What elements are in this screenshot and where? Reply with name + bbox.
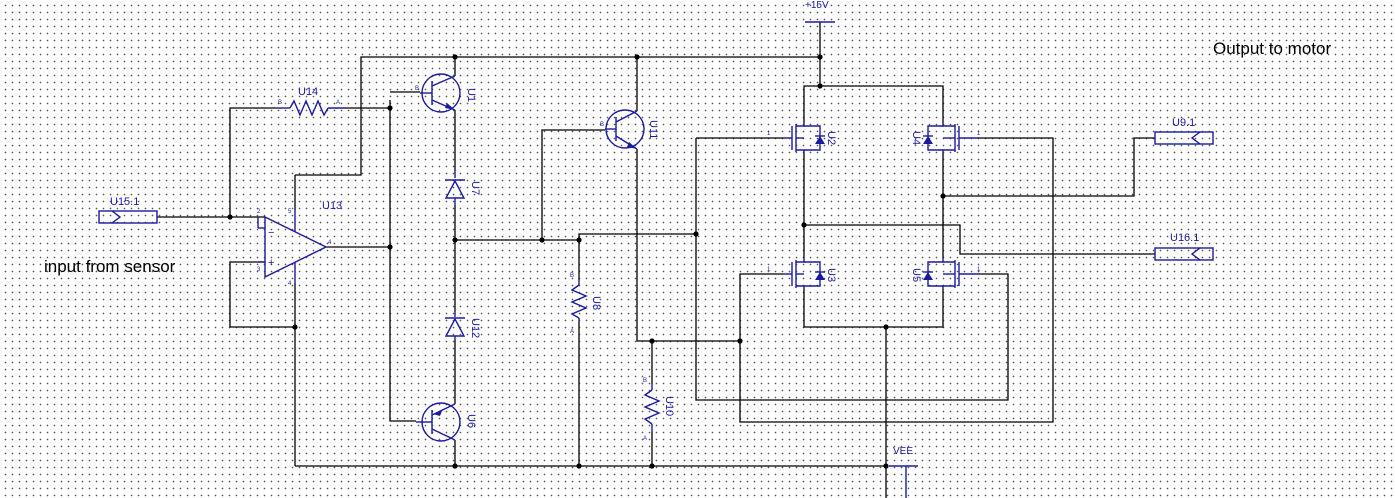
- junction-dot: [737, 338, 743, 344]
- pin-label: B: [278, 100, 282, 106]
- mosfet-u4[interactable]: U4 1: [910, 123, 981, 153]
- connector-u9-label: U9.1: [1172, 117, 1195, 129]
- pin-label: 1: [767, 131, 771, 137]
- wire-gate-left: [542, 233, 1009, 401]
- connector-u15-label: U15.1: [110, 196, 139, 208]
- transistor-u6-label: U6: [465, 414, 477, 428]
- opamp-u13[interactable]: − + U13 2 3 5 4 4: [257, 200, 342, 287]
- resistor-u10[interactable]: U10 B A: [643, 378, 675, 442]
- connector-u16[interactable]: U16.1: [1154, 232, 1214, 261]
- mosfet-u2-label: U2: [825, 131, 837, 145]
- opamp-u13-label: U13: [322, 200, 342, 212]
- pin-label: 3: [257, 267, 261, 273]
- connector-u16-label: U16.1: [1170, 232, 1199, 244]
- junction-dot: [227, 214, 233, 220]
- resistor-u14[interactable]: U14 B A: [278, 86, 345, 117]
- pin-label: A: [643, 436, 647, 442]
- junction-dot: [649, 338, 655, 344]
- pin-label: 1: [767, 267, 771, 273]
- junction-dot: [940, 193, 946, 199]
- wire-hbridge-top: [803, 85, 944, 123]
- pin-label: 4: [288, 281, 292, 287]
- junction-dot: [801, 222, 807, 228]
- transistor-u11-label: U11: [647, 120, 659, 139]
- pin-label: 4: [328, 240, 332, 246]
- pin-label: B: [415, 86, 419, 92]
- pin-label: B: [570, 273, 574, 279]
- transistor-u1-label: U1: [465, 88, 477, 102]
- wire-u3-gate: [739, 273, 783, 341]
- junction-dot: [387, 105, 393, 111]
- junction-dot: [649, 463, 655, 469]
- diode-u7[interactable]: U7: [444, 171, 481, 205]
- mosfet-u5[interactable]: U5 1: [910, 258, 981, 289]
- connector-u9[interactable]: U9.1: [1154, 117, 1214, 145]
- resistor-u14-label: U14: [298, 86, 318, 98]
- junction-dot: [539, 237, 545, 243]
- wire-cross-left: [804, 224, 1155, 255]
- connector-u15[interactable]: U15.1: [98, 196, 158, 224]
- wire-u11-emitter: [636, 149, 740, 342]
- opamp-minus-label: −: [268, 227, 274, 239]
- annotation-input-from-sensor: input from sensor: [44, 257, 176, 276]
- diode-u12[interactable]: U12: [444, 312, 481, 340]
- mosfet-u3[interactable]: U3 1: [767, 258, 837, 289]
- junctions: [227, 54, 946, 469]
- transistor-u11[interactable]: U11 B: [600, 109, 659, 150]
- pin-label: B: [643, 378, 647, 384]
- pin-label: 1: [977, 131, 981, 137]
- mosfet-u5-label: U5: [910, 268, 922, 282]
- mosfet-u4-label: U4: [910, 131, 922, 145]
- junction-dot: [883, 324, 889, 330]
- wire-vcc-rail: [360, 56, 820, 164]
- vcc-label: +15V: [805, 0, 829, 11]
- wire-vcc-to-opamp: [295, 164, 362, 176]
- wires: [157, 22, 1155, 498]
- diode-u7-label: U7: [469, 181, 481, 195]
- opamp-plus-label: +: [268, 257, 274, 269]
- pin-label: B: [600, 122, 604, 128]
- wire-base-drive: [389, 100, 416, 422]
- transistor-u1[interactable]: U1 B: [415, 73, 477, 113]
- junction-dot: [817, 83, 823, 89]
- junction-dot: [576, 237, 582, 243]
- pin-label: 2: [257, 209, 261, 215]
- wire-hbridge-bottom: [803, 289, 944, 328]
- wire-cross-right: [943, 137, 1155, 197]
- junction-dot: [452, 237, 458, 243]
- junction-dot: [883, 463, 889, 469]
- mosfet-u3-label: U3: [825, 268, 837, 282]
- vcc-symbol[interactable]: +15V: [805, 0, 835, 23]
- junction-dot: [292, 324, 298, 330]
- resistor-u10-label: U10: [663, 396, 675, 416]
- wire-u11-base: [541, 129, 605, 240]
- vee-label: VEE: [893, 446, 913, 457]
- transistor-u6[interactable]: U6: [416, 402, 477, 442]
- wire-plus-input: [229, 261, 295, 328]
- vee-symbol[interactable]: VEE: [889, 446, 918, 498]
- junction-dot: [634, 54, 640, 60]
- junction-dot: [817, 54, 823, 60]
- pin-label: A: [336, 100, 340, 106]
- wire-feedback-top: [229, 107, 278, 217]
- wire-gate-right: [739, 137, 1054, 423]
- junction-dot: [452, 54, 458, 60]
- annotation-output-to-motor: Output to motor: [1213, 39, 1331, 58]
- pin-label: 5: [288, 209, 292, 215]
- diode-u12-label: U12: [469, 318, 481, 338]
- junction-dot: [387, 244, 393, 250]
- resistor-u8[interactable]: U8 B A: [570, 273, 602, 335]
- junction-dot: [693, 231, 699, 237]
- pin-label: 1: [977, 267, 981, 273]
- junction-dot: [452, 463, 458, 469]
- pin-label: A: [570, 329, 574, 335]
- junction-dot: [576, 463, 582, 469]
- resistor-u8-label: U8: [590, 296, 602, 310]
- mosfet-u2[interactable]: U2 1: [767, 123, 837, 153]
